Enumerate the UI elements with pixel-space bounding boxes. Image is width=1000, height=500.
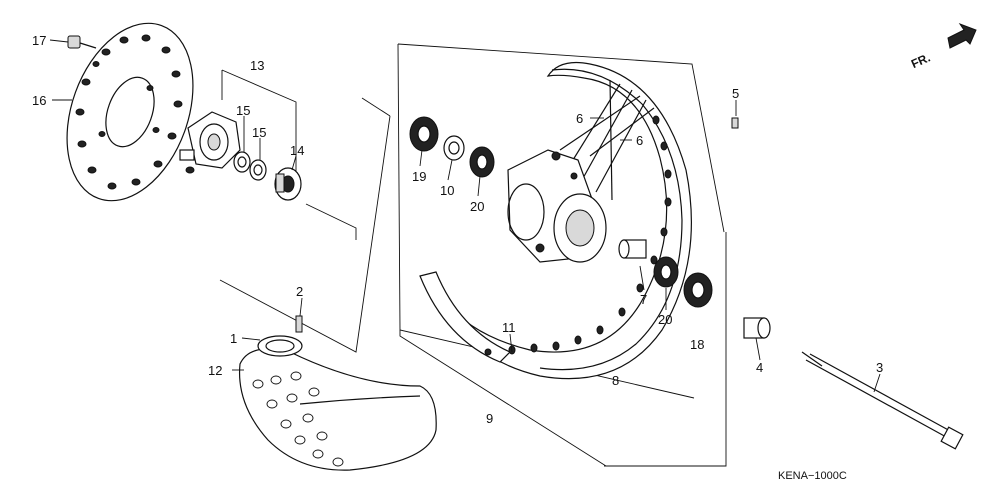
callout-19: 19 — [412, 169, 426, 184]
callout-15-lower: 15 — [252, 125, 266, 140]
callout-4: 4 — [756, 360, 763, 375]
callout-17: 17 — [32, 33, 46, 48]
callout-18: 18 — [690, 337, 704, 352]
bearing-right — [683, 272, 713, 308]
valve — [295, 315, 303, 333]
spokes — [559, 79, 655, 201]
front-direction-label: FR. — [909, 50, 932, 71]
callout-14: 14 — [290, 143, 304, 158]
callout-8: 8 — [612, 373, 619, 388]
gear-retainer — [274, 167, 302, 201]
callout-7: 7 — [640, 292, 647, 307]
oil-seal — [233, 151, 251, 173]
distance-collar — [618, 239, 647, 259]
leader-lines — [49, 39, 881, 393]
callout-15-upper: 15 — [236, 103, 250, 118]
spoke-nipple — [731, 117, 739, 129]
bearing-inner-right — [653, 256, 679, 288]
callout-3: 3 — [876, 360, 883, 375]
drawing-code: KENA−1000C — [778, 470, 847, 482]
bearing-left — [409, 116, 439, 152]
dust-seal — [443, 135, 465, 161]
front-axle — [801, 351, 964, 450]
callout-6-upper: 6 — [576, 111, 583, 126]
brake-disc — [66, 22, 194, 202]
callout-11: 11 — [502, 320, 516, 335]
callout-10: 10 — [440, 183, 454, 198]
tube — [257, 335, 303, 357]
wheel-hub — [507, 149, 607, 263]
speedometer-gearbox — [179, 111, 241, 174]
callouts: 17 16 13 15 15 14 19 10 20 6 6 5 2 1 12 … — [32, 33, 883, 426]
callout-1: 1 — [230, 331, 237, 346]
disc-bolt — [67, 35, 97, 49]
side-collar — [743, 317, 771, 339]
callout-20-left: 20 — [470, 199, 484, 214]
retainer-ring — [249, 159, 267, 181]
front-direction-arrow-icon — [947, 22, 977, 49]
callout-20-right: 20 — [658, 312, 672, 327]
tire — [238, 348, 437, 471]
bearing-inner-left — [469, 146, 495, 178]
callout-9: 9 — [486, 411, 493, 426]
callout-16: 16 — [32, 93, 46, 108]
callout-12: 12 — [208, 363, 222, 378]
callout-13: 13 — [250, 58, 264, 73]
callout-2: 2 — [296, 284, 303, 299]
callout-6-lower: 6 — [636, 133, 643, 148]
callout-5: 5 — [732, 86, 739, 101]
